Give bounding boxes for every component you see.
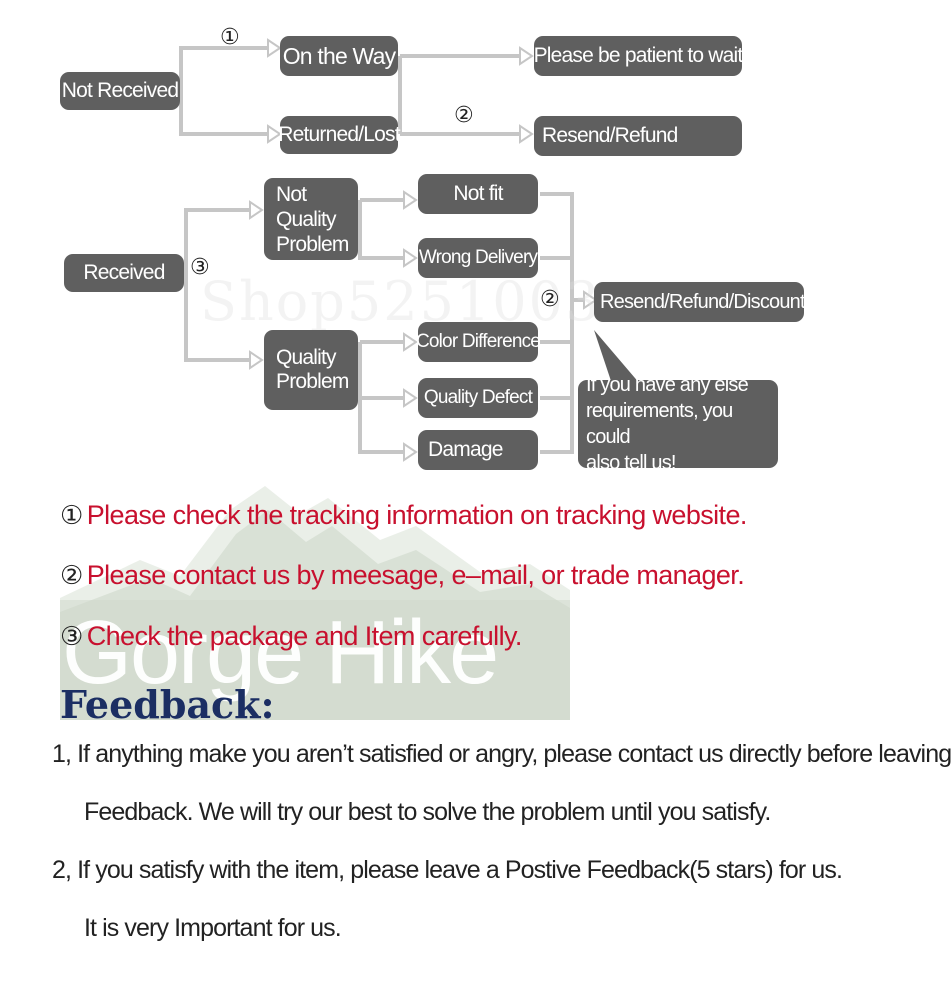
- bubble-line-2: requirements, you could: [586, 400, 733, 448]
- quality-problem-line-2: Problem: [276, 370, 349, 393]
- not-quality-line-1: Not: [276, 182, 307, 206]
- box-not-quality-problem: Not Quality Problem: [264, 178, 358, 260]
- box-returned-lost: Returned/Lost: [278, 116, 401, 154]
- feedback-title: Feedback:: [60, 682, 275, 727]
- bubble-line-3: also tell us!: [586, 452, 676, 474]
- flowchart: Shop5251003 Not Received On the Way Retu…: [0, 0, 930, 480]
- box-please-wait: Please be patient to wait: [534, 36, 743, 76]
- note-2-number: ②: [60, 561, 83, 591]
- logo-text: Gorge Hike: [62, 603, 499, 703]
- not-quality-line-3: Problem: [276, 232, 349, 256]
- box-not-received: Not Received: [60, 72, 180, 110]
- marker-1: ①: [220, 25, 240, 50]
- marker-3: ③: [190, 255, 210, 280]
- box-on-the-way: On the Way: [280, 36, 398, 76]
- box-resend-refund-discount: Resend/Refund/Discount: [594, 282, 806, 322]
- mountain-logo: [60, 486, 570, 720]
- note-1-number: ①: [60, 501, 83, 531]
- box-received: Received: [64, 254, 184, 292]
- box-quality-defect: Quality Defect: [418, 378, 538, 418]
- feedback-line-3: 2, If you satisfy with the item, please …: [52, 856, 843, 884]
- feedback-line-4: It is very Important for us.: [84, 914, 342, 942]
- box-not-fit: Not fit: [418, 174, 538, 214]
- marker-2-bottom: ②: [540, 287, 560, 312]
- not-quality-line-2: Quality: [276, 207, 337, 231]
- quality-problem-line-1: Quality: [276, 346, 337, 369]
- speech-bubble: If you have any else requirements, you c…: [578, 374, 778, 474]
- feedback-line-2: Feedback. We will try our best to solve …: [84, 798, 771, 826]
- box-damage: Damage: [418, 430, 538, 470]
- bubble-line-1: If you have any else: [586, 374, 749, 396]
- flow-connectors: [179, 38, 640, 462]
- box-wrong-delivery: Wrong Delivery: [418, 238, 538, 278]
- note-3-text: Check the package and Item carefully.: [86, 621, 523, 651]
- bubble-pointer: [594, 330, 640, 384]
- note-1-text: Please check the tracking information on…: [86, 500, 748, 530]
- box-resend-refund: Resend/Refund: [534, 116, 742, 156]
- box-color-difference: Color Difference: [416, 322, 541, 362]
- feedback-line-1: 1, If anything make you aren’t satisfied…: [52, 740, 951, 768]
- note-3-number: ③: [60, 622, 83, 652]
- note-2-text: Please contact us by meesage, e–mail, or…: [86, 560, 745, 590]
- marker-2-top: ②: [454, 103, 474, 128]
- box-quality-problem: Quality Problem: [264, 330, 358, 410]
